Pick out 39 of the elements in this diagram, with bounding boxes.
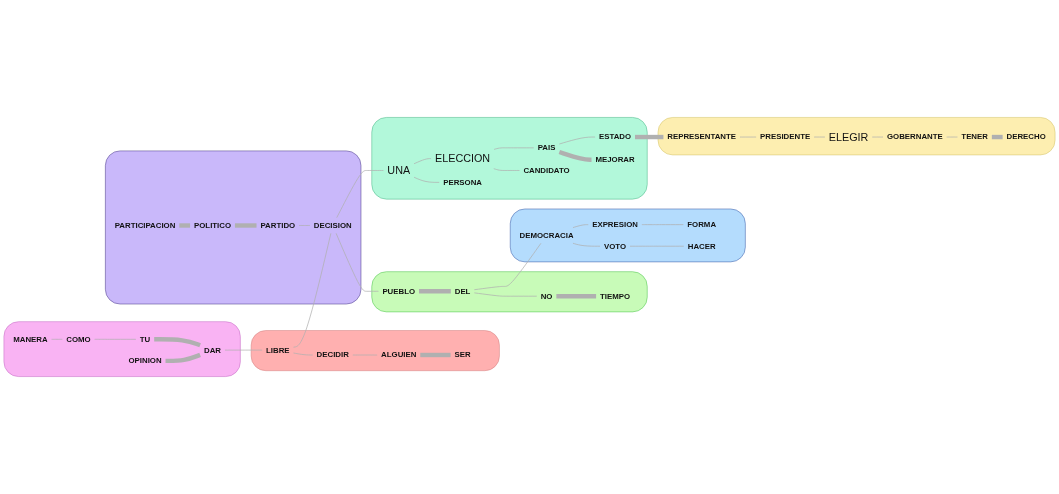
connector <box>473 242 542 291</box>
connector <box>293 232 332 348</box>
connector <box>493 147 535 150</box>
connector <box>335 232 379 292</box>
cluster <box>250 330 500 371</box>
connector <box>233 223 258 228</box>
connector <box>165 352 201 364</box>
connector <box>558 136 596 145</box>
cluster <box>105 150 362 305</box>
cluster <box>509 208 746 263</box>
connector <box>641 224 684 225</box>
connector <box>572 242 601 247</box>
connector <box>298 225 311 226</box>
connector <box>94 338 137 340</box>
connector <box>293 352 314 356</box>
connector <box>51 338 63 340</box>
connector <box>473 292 538 297</box>
connector <box>413 158 432 165</box>
cluster <box>657 117 1056 156</box>
connector <box>493 168 520 171</box>
connector <box>990 134 1004 140</box>
cluster <box>371 271 648 313</box>
connector <box>572 224 589 228</box>
connector <box>224 349 263 351</box>
node-text: ELECCION <box>435 152 491 165</box>
connector <box>634 134 665 140</box>
cluster <box>371 117 648 200</box>
cluster <box>3 321 241 377</box>
connector <box>336 170 384 219</box>
connector <box>558 149 593 162</box>
connector <box>417 289 451 294</box>
connector <box>419 352 451 358</box>
node-text: UNA <box>387 164 411 177</box>
connector <box>556 294 597 299</box>
connector <box>413 176 440 183</box>
connector <box>154 337 201 348</box>
connector <box>629 245 685 247</box>
connector <box>178 223 192 228</box>
node-text: ELEGIR <box>828 130 869 144</box>
